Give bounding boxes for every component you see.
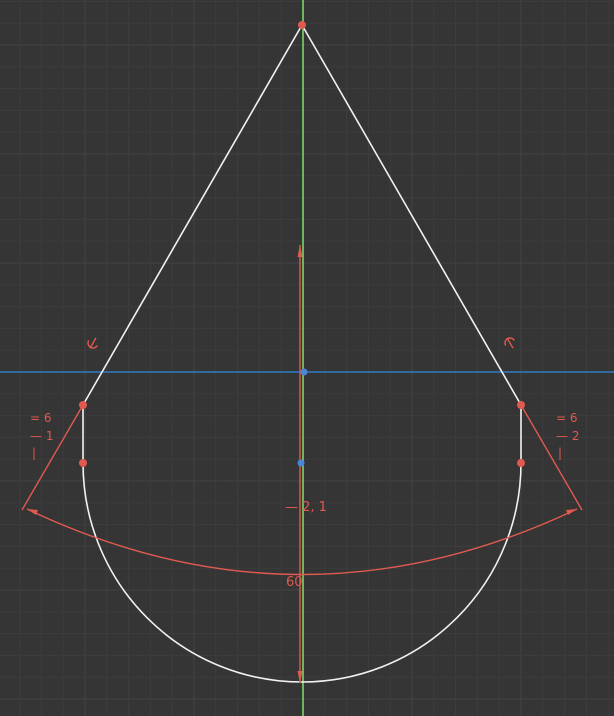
origin-point[interactable] [300, 368, 308, 376]
tangent-icon[interactable] [503, 335, 518, 350]
horizontal-constraint-label[interactable]: — 1 [30, 429, 53, 443]
right-arc-endpoint[interactable] [517, 459, 525, 467]
arrowhead-icon [566, 509, 577, 515]
sketch-points [79, 21, 525, 467]
angle-label[interactable]: 60 [286, 575, 303, 590]
equal-constraint-label[interactable]: = 6 [30, 411, 52, 425]
arrowhead-icon [27, 509, 38, 515]
apex-point[interactable] [298, 21, 306, 29]
arrowhead-icon [297, 671, 303, 683]
angle-dimension[interactable]: 60 [21, 404, 583, 590]
tangent-icon[interactable] [86, 335, 101, 350]
right-tangent-point[interactable] [517, 401, 525, 409]
left-arc-endpoint[interactable] [79, 459, 87, 467]
sketch-profile [82, 24, 522, 683]
bottom-arc[interactable] [82, 462, 522, 683]
vertical-constraint-label[interactable]: | [32, 446, 36, 460]
arc-center-point[interactable] [297, 459, 305, 467]
constraint-glyphs: = 6 — 1 | = 6 — 2 | [30, 335, 579, 460]
vertical-distance-label[interactable]: — 2, 1 [285, 500, 327, 515]
left-tangent-line[interactable] [82, 24, 303, 406]
horizontal-constraint-label[interactable]: — 2 [556, 429, 579, 443]
equal-constraint-label[interactable]: = 6 [556, 411, 578, 425]
vertical-distance-dimension[interactable]: — 2, 1 [285, 245, 327, 683]
arrowhead-icon [297, 245, 303, 257]
vertical-constraint-label[interactable]: | [558, 446, 562, 460]
left-tangent-point[interactable] [79, 401, 87, 409]
right-tangent-line[interactable] [301, 24, 522, 406]
